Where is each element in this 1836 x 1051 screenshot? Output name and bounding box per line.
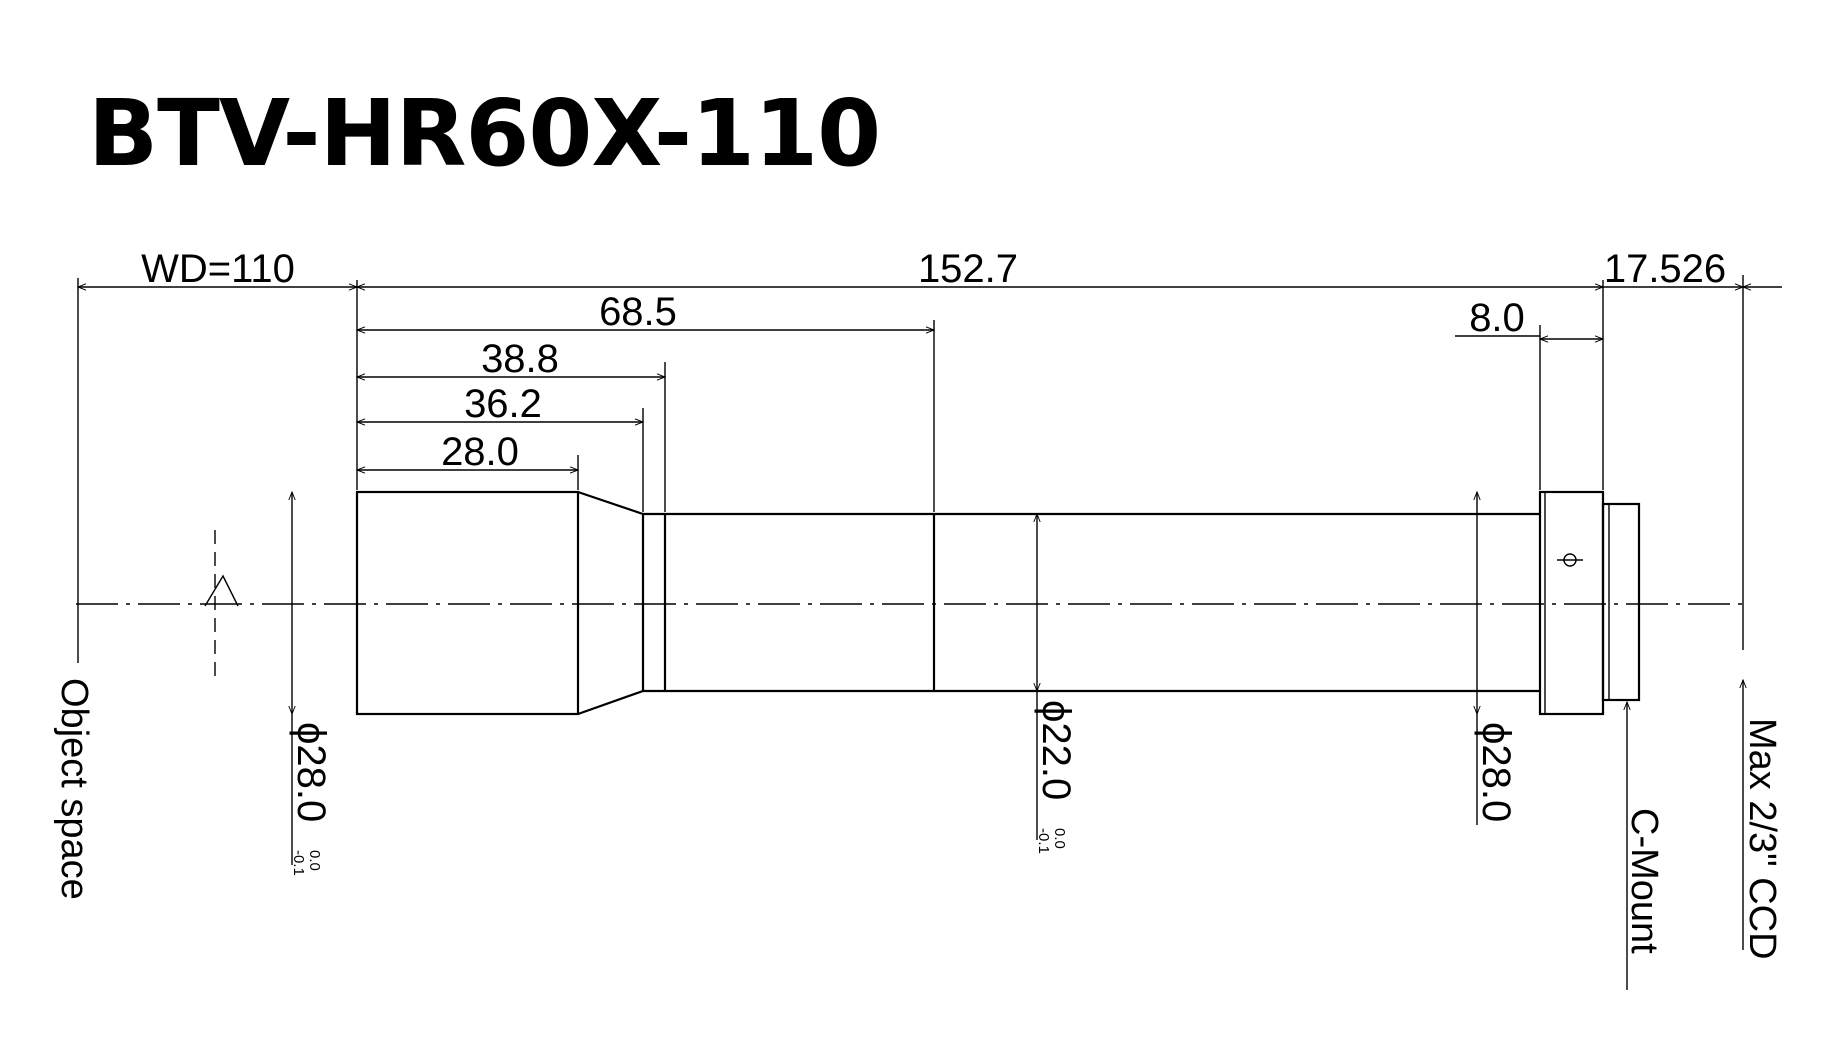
dim-36-2: 36.2 bbox=[355, 382, 645, 426]
c-mount-label: C-Mount bbox=[1623, 808, 1665, 954]
break-symbol bbox=[204, 530, 239, 678]
svg-text:-0.1: -0.1 bbox=[1035, 828, 1052, 854]
svg-text:Max 2/3" CCD: Max 2/3" CCD bbox=[1741, 718, 1783, 960]
svg-text:ϕ28.0: ϕ28.0 bbox=[289, 722, 333, 822]
extension-lines bbox=[356, 280, 1604, 512]
dim-back-focus: 17.526 bbox=[1603, 247, 1782, 291]
dim-28-0: 28.0 bbox=[355, 430, 580, 474]
svg-text:38.8: 38.8 bbox=[481, 337, 559, 381]
svg-text:68.5: 68.5 bbox=[599, 290, 677, 334]
svg-text:-0.1: -0.1 bbox=[290, 850, 307, 876]
object-space-label: Object space bbox=[53, 678, 95, 900]
svg-text:0.0: 0.0 bbox=[306, 850, 323, 871]
drawing-title: BTV-HR60X-110 bbox=[88, 80, 881, 187]
dim-wd: WD=110 bbox=[76, 247, 359, 291]
svg-text:C-Mount: C-Mount bbox=[1623, 808, 1665, 954]
svg-text:WD=110: WD=110 bbox=[141, 247, 295, 291]
dim-rear-diameter: ϕ28.0 bbox=[1473, 490, 1518, 825]
lens-body bbox=[355, 490, 1641, 716]
svg-text:17.526: 17.526 bbox=[1604, 247, 1726, 291]
dim-38-8: 38.8 bbox=[355, 337, 667, 381]
dim-total-length: 152.7 bbox=[355, 247, 1605, 291]
dim-front-diameter: ϕ28.0 0.0 -0.1 bbox=[288, 490, 333, 876]
svg-text:8.0: 8.0 bbox=[1469, 296, 1525, 340]
svg-text:28.0: 28.0 bbox=[441, 430, 519, 474]
svg-text:152.7: 152.7 bbox=[918, 247, 1018, 291]
dim-body-diameter: ϕ22.0 0.0 -0.1 bbox=[1033, 512, 1078, 854]
svg-text:36.2: 36.2 bbox=[464, 382, 542, 426]
sensor-label: Max 2/3" CCD bbox=[1741, 718, 1783, 960]
dim-mount-width: 8.0 bbox=[1455, 296, 1605, 343]
dim-68-5: 68.5 bbox=[355, 290, 936, 334]
svg-text:ϕ28.0: ϕ28.0 bbox=[1474, 722, 1518, 822]
svg-text:0.0: 0.0 bbox=[1051, 828, 1068, 849]
svg-text:ϕ22.0: ϕ22.0 bbox=[1034, 700, 1078, 800]
svg-text:Object space: Object space bbox=[53, 678, 95, 900]
